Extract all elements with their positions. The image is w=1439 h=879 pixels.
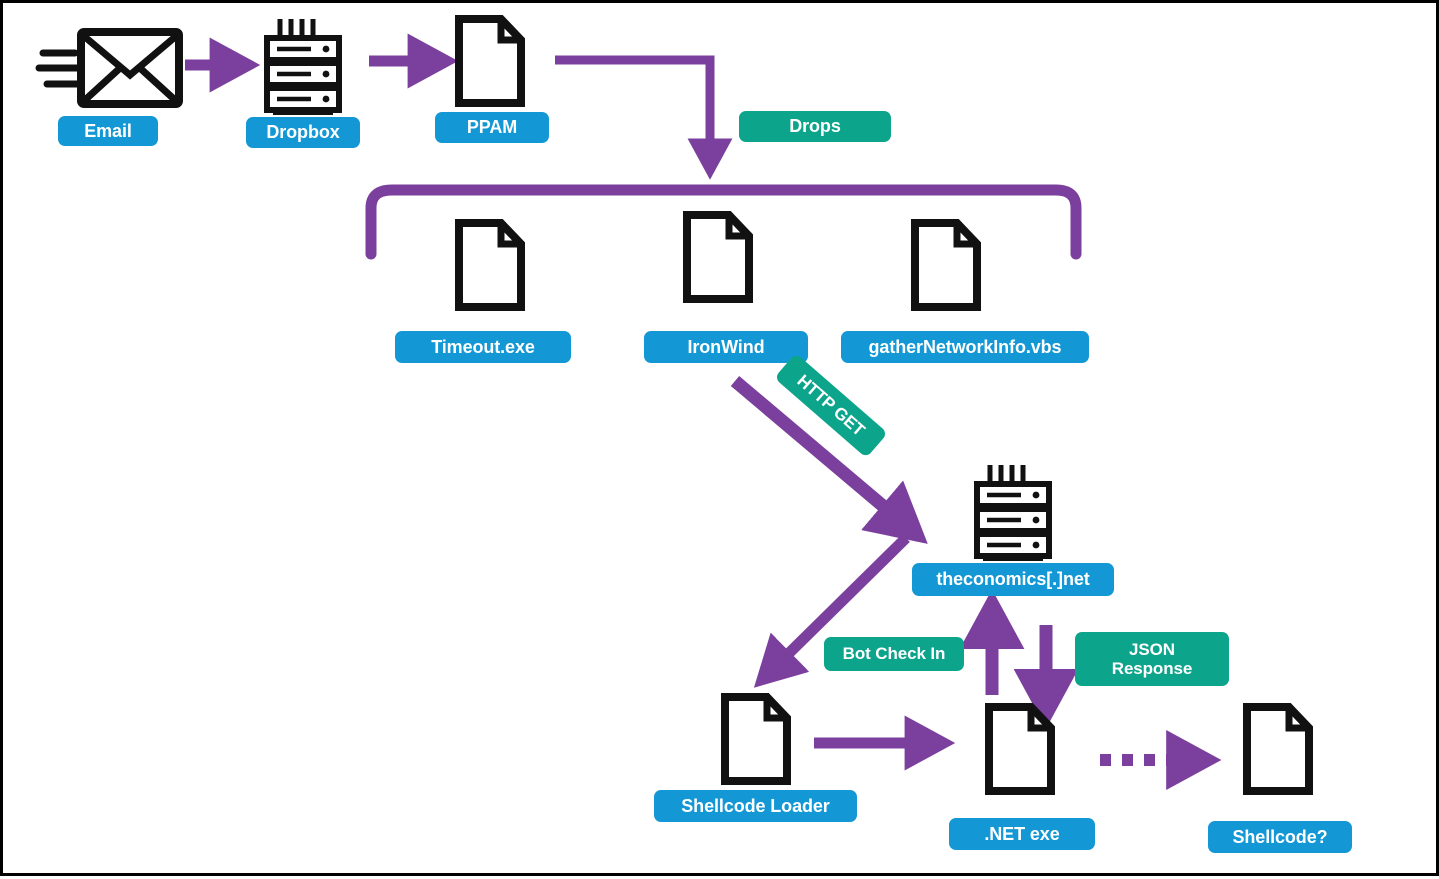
node-label-ppam[interactable]: PPAM	[435, 112, 549, 143]
json-response-line-1: JSON	[1129, 639, 1175, 659]
json-response-line-2: Response	[1111, 659, 1193, 678]
document-icon-timeout	[455, 219, 527, 311]
document-icon-shellcode	[1243, 703, 1315, 795]
arrow-ppam-to-bracket	[555, 55, 733, 180]
node-label-gathernetworkinfo-vbs[interactable]: gatherNetworkInfo.vbs	[841, 331, 1089, 363]
node-label-dropbox[interactable]: Dropbox	[246, 117, 360, 148]
node-label-email[interactable]: Email	[58, 116, 158, 146]
edge-label-json-response[interactable]: JSON Response	[1075, 632, 1229, 686]
node-label-ironwind[interactable]: IronWind	[644, 331, 808, 363]
document-icon-shellcode-loader	[721, 693, 793, 785]
server-icon-c2	[971, 463, 1055, 561]
email-icon	[35, 23, 187, 113]
server-icon-dropbox	[261, 17, 345, 115]
document-icon-netexe	[985, 703, 1057, 795]
document-icon-gathernetworkinfo	[911, 219, 983, 311]
document-icon-ironwind	[683, 211, 755, 303]
node-label-net-exe[interactable]: .NET exe	[949, 818, 1095, 850]
node-label-theconomics-net[interactable]: theconomics[.]net	[912, 563, 1114, 596]
node-label-shellcode[interactable]: Shellcode?	[1208, 821, 1352, 853]
document-icon-ppam	[455, 15, 527, 107]
edge-label-http-get[interactable]: HTTP GET	[774, 353, 888, 458]
edge-label-bot-check-in[interactable]: Bot Check In	[824, 637, 964, 671]
edge-label-drops[interactable]: Drops	[739, 111, 891, 142]
node-label-timeout-exe[interactable]: Timeout.exe	[395, 331, 571, 363]
node-label-shellcode-loader[interactable]: Shellcode Loader	[654, 790, 857, 822]
diagram-stage: Email Dropbox PPAM Drops Timeout.exe Iro…	[3, 3, 1436, 873]
